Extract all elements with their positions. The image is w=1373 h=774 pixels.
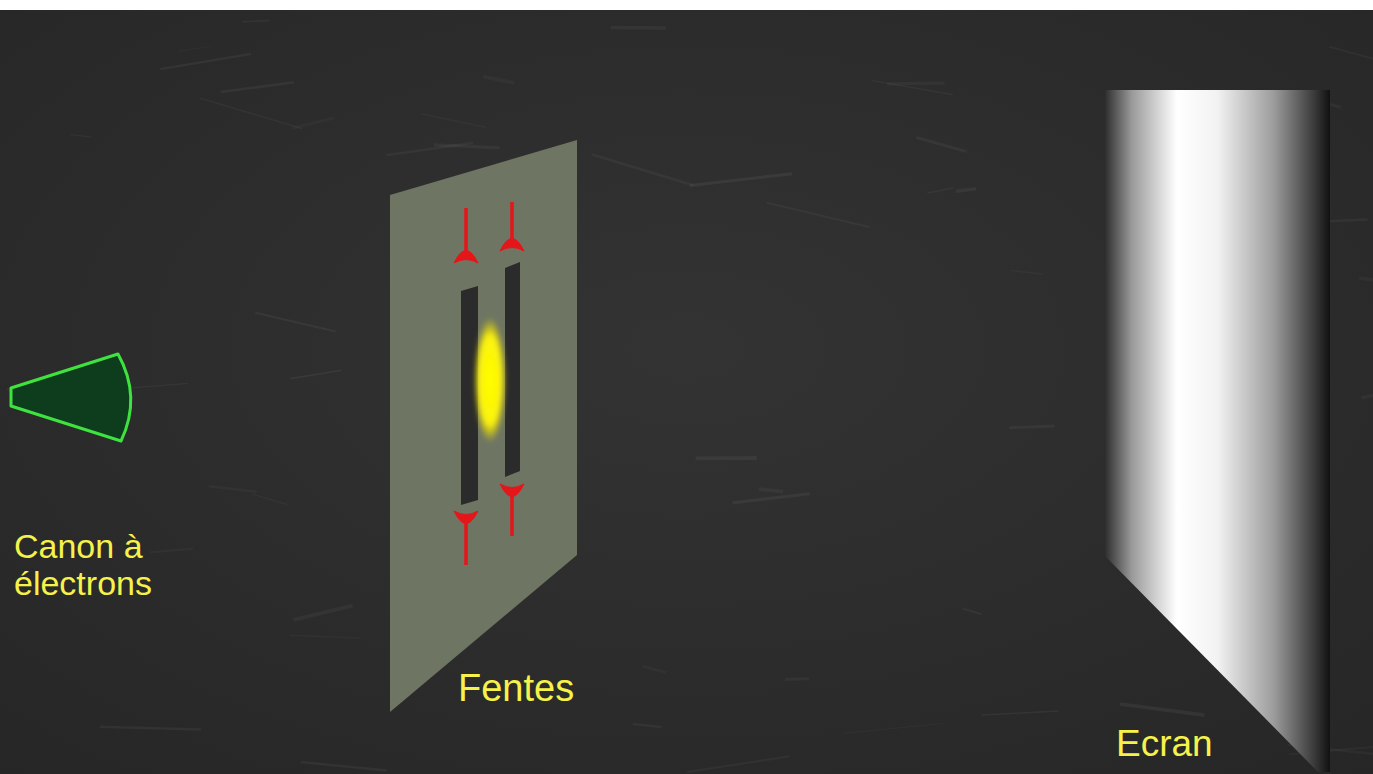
detector-stem (464, 208, 468, 252)
chalk-stroke (887, 81, 945, 85)
chalk-stroke (1120, 704, 1204, 715)
chalk-stroke (100, 727, 201, 730)
chalk-stroke (927, 188, 953, 193)
chalk-stroke (696, 456, 757, 460)
top-margin (0, 0, 1373, 10)
detector (454, 511, 478, 524)
chalk-stroke (592, 154, 693, 185)
chalk-stroke (1328, 220, 1368, 222)
chalk-texture (7, 0, 1373, 772)
chalk-stroke (690, 174, 792, 186)
gun-label: Canon à électrons (14, 528, 184, 603)
chalk-stroke (252, 494, 288, 504)
chalk-stroke (1010, 271, 1042, 274)
detectors (454, 202, 524, 565)
electron-gun (11, 354, 131, 441)
detector-stem (464, 520, 468, 565)
screen-label: Ecran (1116, 724, 1256, 765)
detector-stem (510, 492, 514, 536)
chalk-stroke (242, 21, 270, 22)
chalk-stroke (291, 370, 342, 378)
chalk-stroke (70, 135, 91, 137)
detector (500, 484, 524, 497)
chalk-stroke (200, 98, 302, 129)
electron-wave-glow (474, 317, 506, 443)
chalk-stroke (293, 606, 352, 620)
chalk-stroke (1359, 278, 1373, 290)
chalk-stroke (759, 489, 783, 492)
chalk-stroke (916, 138, 966, 152)
chalk-stroke (643, 666, 666, 672)
chalk-stroke (160, 54, 251, 69)
chalk-stroke (255, 313, 335, 332)
detector (454, 251, 478, 264)
chalk-stroke (611, 26, 666, 30)
chalk-stroke (290, 635, 360, 638)
chalk-stroke (963, 609, 982, 615)
chalk-stroke (178, 47, 209, 51)
chalk-stroke (221, 82, 294, 92)
detector-stem (510, 202, 514, 240)
chalk-stroke (293, 118, 334, 128)
slit (505, 262, 520, 477)
chalk-stroke (785, 677, 809, 681)
chalk-stroke (209, 486, 257, 492)
chalk-stroke (1009, 426, 1054, 428)
chalk-stroke (301, 762, 387, 770)
chalk-stroke (732, 494, 809, 503)
chalk-stroke (956, 189, 976, 191)
chalk-stroke (633, 724, 662, 727)
chalk-stroke (434, 145, 500, 148)
chalk-stroke (483, 77, 514, 83)
chalk-stroke (767, 203, 870, 227)
slits-label: Fentes (458, 668, 598, 710)
screen (1105, 90, 1330, 772)
chalk-stroke (982, 711, 1059, 715)
chalk-stroke (150, 549, 193, 553)
chalk-stroke (843, 723, 943, 733)
chalk-stroke (872, 81, 953, 95)
chalk-stroke (421, 114, 487, 128)
slit-plate (390, 140, 577, 712)
chalk-stroke (1329, 47, 1373, 67)
chalk-stroke (1361, 378, 1373, 397)
chalk-stroke (687, 756, 790, 772)
detector (500, 239, 524, 252)
